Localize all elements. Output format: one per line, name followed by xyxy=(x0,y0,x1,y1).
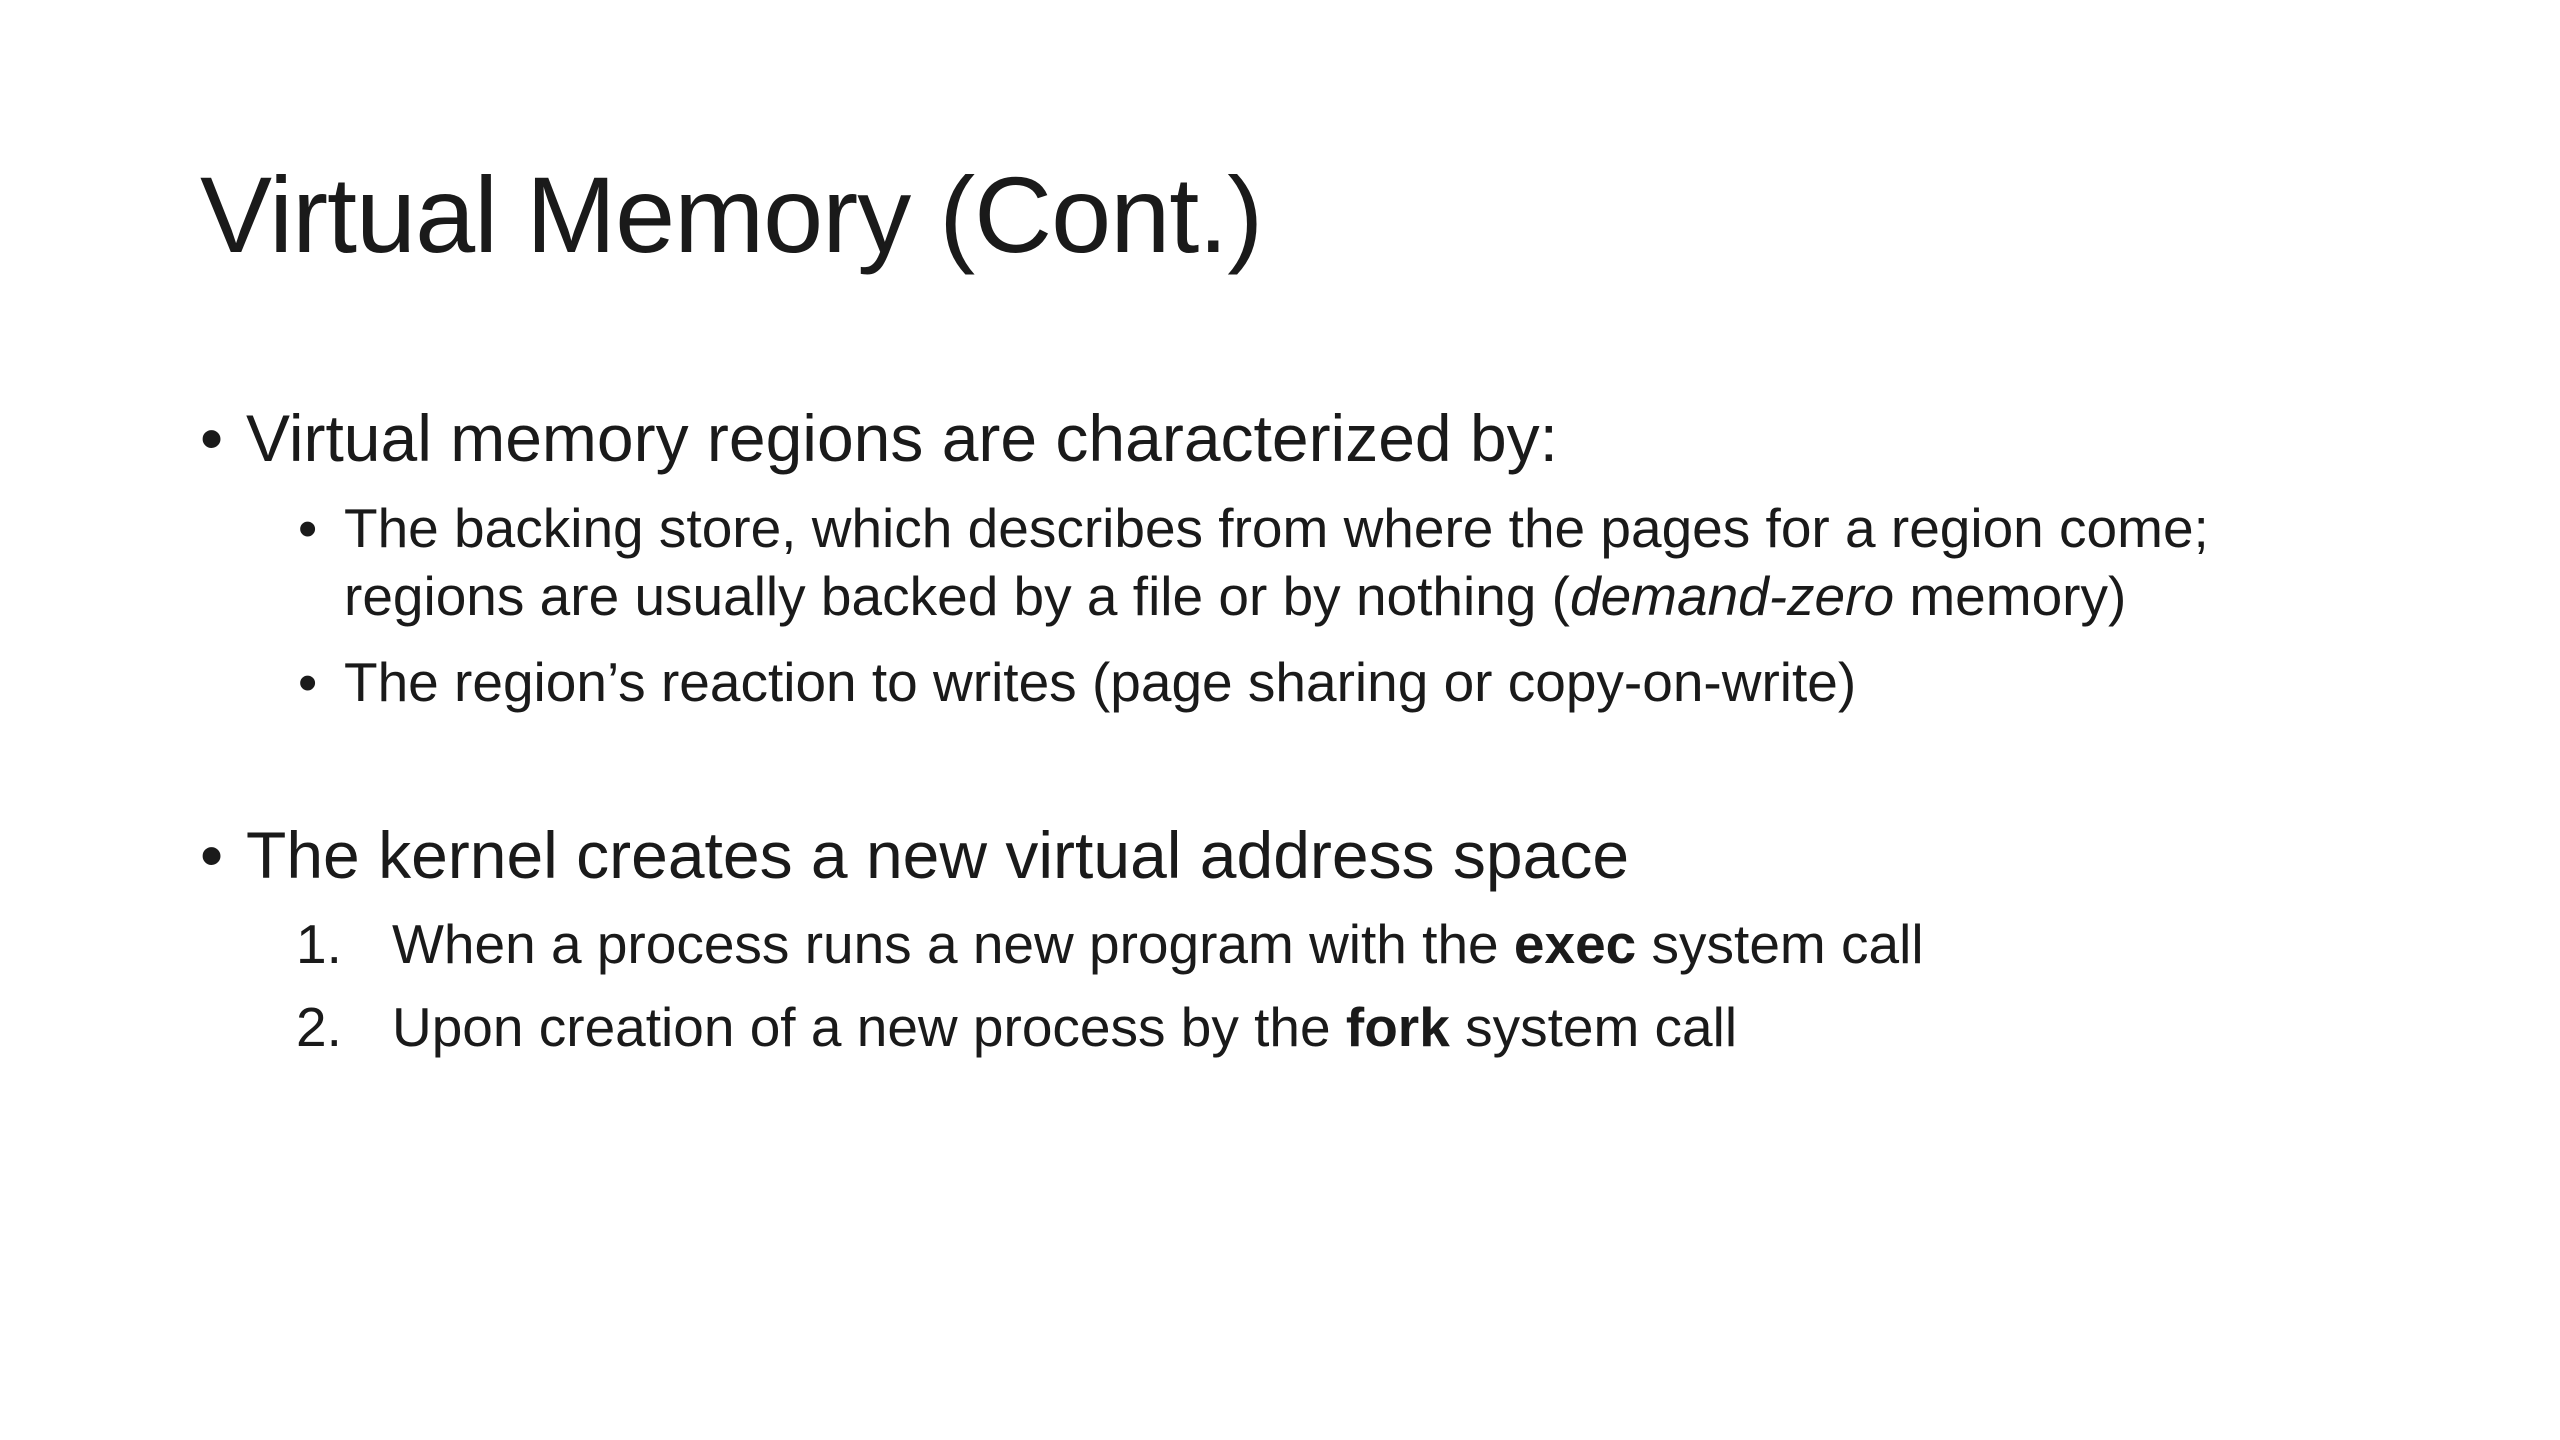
bullet-marker: • xyxy=(200,818,224,892)
slide-title: Virtual Memory (Cont.) xyxy=(200,154,1263,275)
text-run: regions are usually backed by a file or … xyxy=(344,565,1570,627)
bullet-text: Virtual memory regions are characterized… xyxy=(246,401,1559,475)
sub-bullet-line: The backing store, which describes from … xyxy=(344,497,2209,559)
bold-term: exec xyxy=(1513,913,1637,975)
bullet-marker: • xyxy=(200,401,224,475)
numbered-text: When a process runs a new program with t… xyxy=(392,910,1924,978)
bullet-text: The kernel creates a new virtual address… xyxy=(246,818,1630,892)
sub-bullet-marker: • xyxy=(298,651,318,713)
text-run: system call xyxy=(1449,996,1738,1058)
text-run: Upon creation of a new process by the xyxy=(392,996,1346,1058)
sub-bullet-text: The backing store, which describes from … xyxy=(344,494,2209,630)
sub-bullet-line: regions are usually backed by a file or … xyxy=(344,562,2209,630)
sub-bullet-text: The region’s reaction to writes (page sh… xyxy=(344,651,1857,713)
number-marker: 1. xyxy=(296,913,342,975)
numbered-text: Upon creation of a new process by the fo… xyxy=(392,993,1737,1061)
text-run: When a process runs a new program with t… xyxy=(392,913,1514,975)
text-run: system call xyxy=(1636,913,1924,975)
bold-term: fork xyxy=(1345,996,1450,1058)
sub-bullet-marker: • xyxy=(298,497,318,559)
text-run: memory) xyxy=(1894,565,2127,627)
italic-term: demand-zero xyxy=(1569,565,1895,627)
number-marker: 2. xyxy=(296,996,342,1058)
